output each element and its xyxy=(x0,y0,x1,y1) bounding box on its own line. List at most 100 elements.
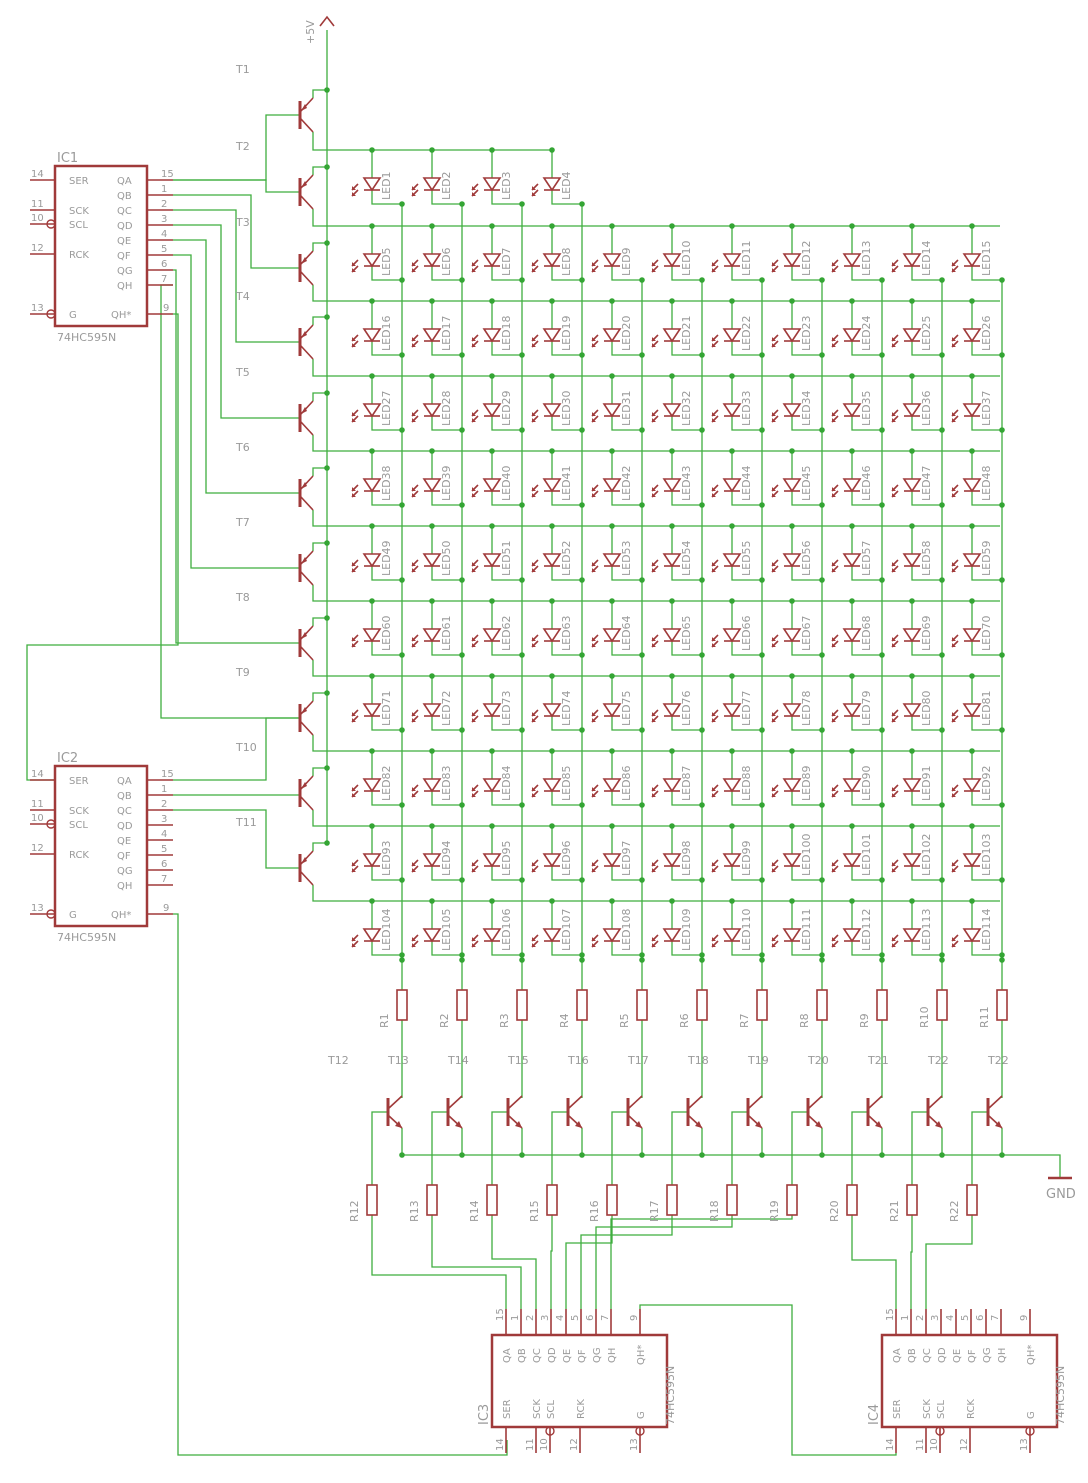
led-cathode-wire xyxy=(791,941,820,956)
base-resistor-label: R19 xyxy=(768,1200,781,1222)
junction xyxy=(849,748,855,754)
led-cathode-wire xyxy=(611,791,640,806)
junction xyxy=(609,748,615,754)
led xyxy=(411,778,442,798)
led-ray-arrow-icon xyxy=(712,418,716,422)
led-ray-arrow-icon xyxy=(952,637,956,641)
led-cathode-wire xyxy=(551,641,580,656)
junction xyxy=(999,952,1005,958)
led-label: LED114 xyxy=(980,908,993,951)
junction xyxy=(849,223,855,229)
led-ray-arrow-icon xyxy=(472,262,476,266)
junction xyxy=(579,652,585,658)
led xyxy=(831,403,862,423)
ic-pin-name: G xyxy=(1026,1411,1037,1419)
ic-pin-number: 1 xyxy=(900,1315,911,1321)
led-diode-icon xyxy=(422,778,442,793)
column-resistor xyxy=(756,989,768,1021)
led-ray-arrow-icon xyxy=(592,793,596,797)
junction xyxy=(459,502,465,508)
led xyxy=(651,253,682,273)
led-diode-icon xyxy=(422,328,442,343)
led xyxy=(411,628,442,648)
led-label: LED60 xyxy=(380,615,393,651)
led-cathode-wire xyxy=(431,641,460,656)
led-diode-icon xyxy=(482,853,502,868)
led-ray-arrow-icon xyxy=(832,262,836,266)
emitter-arrow-icon xyxy=(301,331,307,338)
led-cathode-wire xyxy=(971,416,1000,431)
ic-name: IC2 xyxy=(57,751,78,766)
junction xyxy=(519,352,525,358)
led-diode-icon xyxy=(902,628,922,643)
led-diode-icon xyxy=(602,928,622,943)
ic-pin-name: QF xyxy=(117,851,131,862)
ic1-output-wire xyxy=(160,284,300,719)
led-ray-arrow-icon xyxy=(532,343,536,347)
led-label: LED67 xyxy=(800,615,813,651)
ic-pin-number: 4 xyxy=(555,1315,566,1321)
junction xyxy=(879,1152,885,1158)
ic-pin-name: RCK xyxy=(69,850,89,861)
junction xyxy=(429,523,435,529)
led-ray-arrow-icon xyxy=(712,262,716,266)
led-diode-icon xyxy=(662,703,682,718)
led-cathode-wire xyxy=(611,341,640,356)
ic3-output-wire xyxy=(565,1215,613,1309)
led xyxy=(351,853,382,873)
junction xyxy=(324,87,330,93)
ic-name: IC1 xyxy=(57,151,78,166)
led xyxy=(951,853,982,873)
led xyxy=(651,478,682,498)
junction xyxy=(489,373,495,379)
led xyxy=(771,478,802,498)
led-ray-arrow-icon xyxy=(952,862,956,866)
column-transistor-label: T15 xyxy=(507,1054,529,1067)
ic-pin-number: 7 xyxy=(161,274,167,285)
row-transistor xyxy=(298,625,314,661)
led-ray-arrow-icon xyxy=(532,637,536,641)
transistor-collector xyxy=(568,1095,583,1109)
led-diode-icon xyxy=(782,703,802,718)
led-diode-icon xyxy=(422,177,442,192)
junction xyxy=(399,952,405,958)
base-resistor xyxy=(426,1184,438,1216)
led-label: LED47 xyxy=(920,465,933,501)
led-cathode-wire xyxy=(791,416,820,431)
led-cathode-wire xyxy=(851,491,880,506)
base-resistor-label: R18 xyxy=(708,1200,721,1222)
led-ray-arrow-icon xyxy=(652,487,656,491)
led-label: LED24 xyxy=(860,315,873,351)
junction xyxy=(609,523,615,529)
led xyxy=(591,328,622,348)
ic4-output-wire xyxy=(925,1215,973,1309)
junction xyxy=(369,298,375,304)
junction xyxy=(429,147,435,153)
led-label: LED57 xyxy=(860,540,873,576)
column-transistor xyxy=(626,1095,643,1129)
led-cathode-wire xyxy=(911,341,940,356)
junction xyxy=(669,373,675,379)
led-ray-arrow-icon xyxy=(472,712,476,716)
inverted-pin-icon xyxy=(935,1426,945,1436)
column-transistor-label: T22 xyxy=(987,1054,1009,1067)
led-cathode-wire xyxy=(551,491,580,506)
led-diode-icon xyxy=(602,403,622,418)
led-ray-arrow-icon xyxy=(772,337,776,341)
row-wire xyxy=(312,209,1000,227)
row-wire xyxy=(312,885,1000,902)
ic-chip xyxy=(30,164,173,328)
led xyxy=(651,403,682,423)
led-label: LED46 xyxy=(860,465,873,501)
emitter-arrow-icon xyxy=(875,1121,882,1128)
ic3-output-wire xyxy=(491,1215,537,1309)
led-ray-arrow-icon xyxy=(772,862,776,866)
led-cathode-wire xyxy=(731,491,760,506)
ic-pin-number: 6 xyxy=(585,1315,596,1321)
base-wire xyxy=(371,1111,388,1185)
ic-pin-name: G xyxy=(69,310,77,321)
led-ray-arrow-icon xyxy=(592,937,596,941)
ic-pin-name: QC xyxy=(532,1348,543,1363)
gnd-label: GND xyxy=(1046,1187,1076,1202)
junction xyxy=(459,427,465,433)
